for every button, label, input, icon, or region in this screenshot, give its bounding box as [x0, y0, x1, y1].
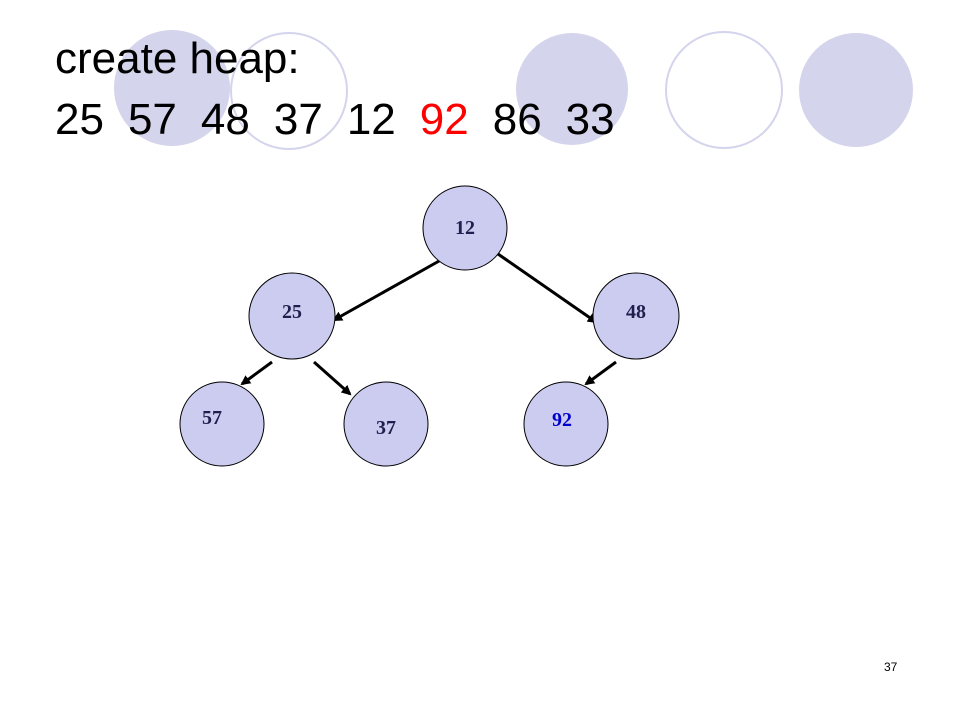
heap-node-circle — [523, 381, 609, 467]
sequence-value-highlighted: 92 — [419, 95, 469, 144]
tree-edge-12-25 — [332, 254, 449, 322]
slide-number: 37 — [884, 660, 898, 674]
tree-edge-12-48 — [497, 252, 598, 324]
sequence-value: 12 — [346, 95, 396, 144]
heap-node-label: 25 — [282, 301, 302, 323]
heap-input-sequence: 25 57 48 37 12 92 86 33 — [55, 95, 639, 145]
sequence-value: 33 — [565, 95, 615, 144]
heap-node-circle — [422, 185, 508, 271]
heap-node-label: 57 — [202, 407, 222, 429]
heap-node-label: 92 — [552, 409, 572, 431]
sequence-value: 57 — [127, 95, 177, 144]
heap-node-57: 57 — [179, 381, 265, 467]
heap-node-circle — [179, 381, 265, 467]
sequence-value: 86 — [492, 95, 542, 144]
heap-node-12: 12 — [422, 185, 508, 271]
heap-node-circle — [592, 272, 680, 360]
heap-node-label: 48 — [626, 301, 646, 323]
decor-circle-outline-2 — [665, 31, 783, 149]
tree-edges — [240, 252, 617, 396]
decor-circle-filled-2 — [516, 33, 628, 145]
heap-node-92: 92 — [523, 381, 609, 467]
heap-node-48: 48 — [592, 272, 680, 360]
tree-nodes: 12 25 48 57 37 92 — [179, 185, 680, 467]
heap-node-label: 12 — [455, 217, 475, 239]
sequence-value: 37 — [273, 95, 323, 144]
heap-node-circle — [343, 381, 429, 467]
tree-edge-48-92 — [584, 360, 617, 386]
decor-circle-filled-3 — [799, 33, 913, 147]
tree-edge-25-37 — [313, 360, 352, 396]
decor-circle-filled-1 — [114, 30, 230, 146]
heap-node-25: 25 — [248, 272, 336, 360]
heap-node-circle — [248, 272, 336, 360]
heap-node-label: 37 — [376, 417, 396, 439]
sequence-value: 48 — [200, 95, 250, 144]
sequence-value: 25 — [55, 95, 104, 144]
tree-edge-25-57 — [240, 360, 273, 386]
decor-circle-outline-1 — [230, 32, 348, 150]
slide-title: create heap: — [55, 34, 300, 83]
heap-node-37: 37 — [343, 381, 429, 467]
